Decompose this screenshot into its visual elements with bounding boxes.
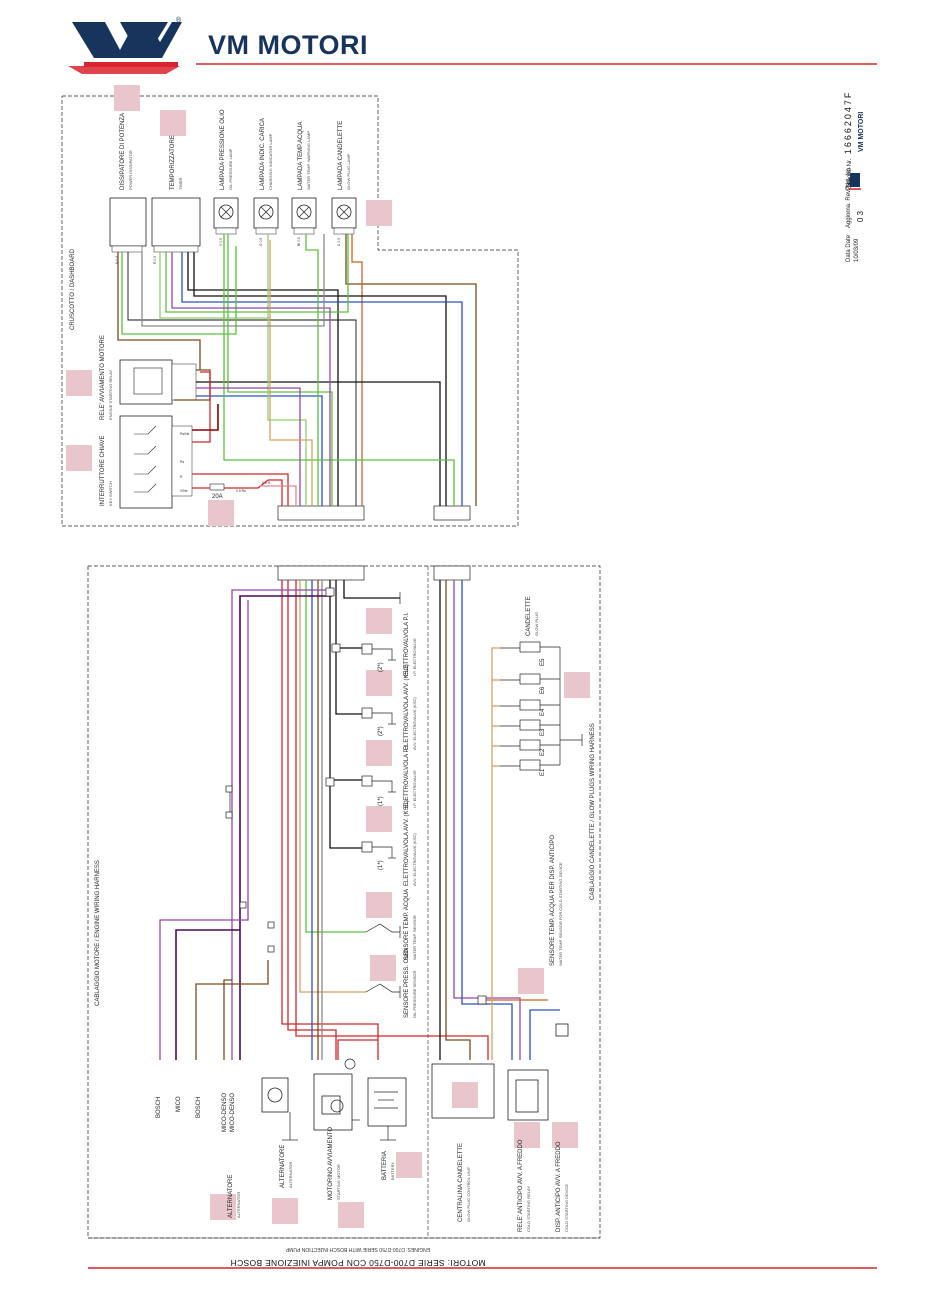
avv-electrovalve-1-label: ELETTROVALVOLA AVV. (KSC)AVV. ELECTROVAL… — [404, 800, 417, 886]
svg-text:Bl 0.5: Bl 0.5 — [297, 237, 301, 246]
marker-5 — [66, 445, 92, 471]
engine-harness-label: CABLAGGIO MOTORE / ENGINE WIRING HARNESS — [95, 860, 101, 1006]
alt-type-bosch-1: BOSCH — [156, 1096, 162, 1118]
marker-17 — [552, 1122, 578, 1148]
battery-box — [367, 1077, 407, 1127]
alternator-box — [261, 1077, 289, 1113]
avv-electrovalve-2-label: ELETTROVALVOLA AVV. (KSC)AVV. ELECTROVAL… — [404, 664, 417, 750]
title-block-rev: 03 — [856, 209, 865, 222]
plug-e3: E3 — [540, 728, 546, 736]
plug-e1: E1 — [540, 768, 546, 776]
marker-6 — [208, 500, 234, 526]
alt-type-bosch-2: BOSCH — [196, 1096, 202, 1118]
plug-e2: E2 — [540, 748, 546, 756]
marker-16 — [514, 1122, 540, 1148]
svg-text:R 0.5: R 0.5 — [153, 256, 157, 264]
brand-name: VM MOTORI — [208, 30, 369, 60]
marker-20 — [272, 1198, 298, 1224]
marker-10 — [366, 806, 392, 832]
marker-4 — [66, 370, 92, 396]
marker-12 — [370, 955, 396, 981]
vm-logo: ® — [68, 16, 877, 74]
title-block-date-label: Data Date — [846, 234, 852, 262]
marker-14 — [518, 968, 544, 994]
svg-text:®: ® — [176, 16, 182, 24]
svg-text:0.5 Rs: 0.5 Rs — [236, 489, 246, 493]
plug-e5: E5 — [540, 658, 546, 666]
marker-8 — [366, 670, 392, 696]
marker-2 — [160, 110, 186, 136]
svg-text:0.5 R: 0.5 R — [262, 481, 271, 485]
avv-electrovalve-1-tag: (1*) — [378, 860, 384, 870]
dashboard-harness-label: CRUSCOTTO / DASHBOARD — [70, 249, 76, 330]
marker-7 — [366, 608, 392, 634]
diagram-title: MOTORI: SERIE D700-D750 CON POMPA INIEZI… — [230, 1258, 486, 1268]
marker-13 — [564, 672, 590, 698]
power-dissipator-box — [109, 197, 147, 247]
svg-text:C 0.5: C 0.5 — [337, 238, 341, 246]
diagram-subtitle: ENGINES: D700-D750 SERIE WITH BOSCH INJE… — [285, 1246, 431, 1252]
marker-21 — [338, 1202, 364, 1228]
marker-11 — [366, 892, 392, 918]
ip-electrovalve-1-label: ELETTROVALVOLA P.I.I.P. ELECTROVALVE — [404, 744, 417, 808]
plug-e4: E4 — [540, 708, 546, 716]
alt-type-mico-denso-1: MICO-DENSO — [222, 1093, 228, 1132]
title-block-date: 10/03/09 — [854, 238, 860, 262]
marker-15 — [452, 1082, 478, 1108]
marker-1 — [114, 85, 140, 111]
avv-electrovalve-2-tag: (2*) — [378, 726, 384, 736]
svg-text:V/Ne: V/Ne — [180, 489, 188, 493]
svg-text:Rs: Rs — [180, 460, 184, 464]
svg-text:N 0.5: N 0.5 — [115, 256, 119, 264]
title-block-logo-icon — [849, 173, 861, 190]
marker-19 — [210, 1194, 236, 1220]
alt-type-mico-denso-2: MICO-DENSO — [230, 1093, 236, 1132]
marker-9 — [366, 740, 392, 766]
glow-harness-label: CABLAGGIO CANDELETTE / GLOW PLUGS WIRING… — [590, 723, 596, 900]
ip-electrovalve-1-tag: (1*) — [378, 796, 384, 806]
fuse-label: 20A — [212, 494, 223, 500]
key-switch-box — [119, 415, 173, 509]
page-header: ® VM MOTORI — [0, 0, 950, 80]
marker-3 — [366, 200, 392, 226]
marker-18 — [396, 1152, 422, 1178]
timer-box — [151, 197, 201, 247]
title-block-company: VM MOTORI — [858, 111, 865, 152]
title-block-rev-label: Aggiorna. Rev. No. — [846, 177, 852, 228]
plug-e6: E6 — [540, 686, 546, 694]
svg-text:Rs/Ne: Rs/Ne — [180, 432, 190, 436]
starting-relay-box — [119, 359, 173, 405]
svg-text:R: R — [180, 475, 183, 479]
svg-text:G 0.5: G 0.5 — [259, 238, 263, 246]
svg-text:V 0.5: V 0.5 — [219, 238, 223, 246]
ip-electrovalve-2-tag: (2*) — [378, 662, 384, 672]
alt-type-mico-1: MICO — [176, 1096, 182, 1112]
